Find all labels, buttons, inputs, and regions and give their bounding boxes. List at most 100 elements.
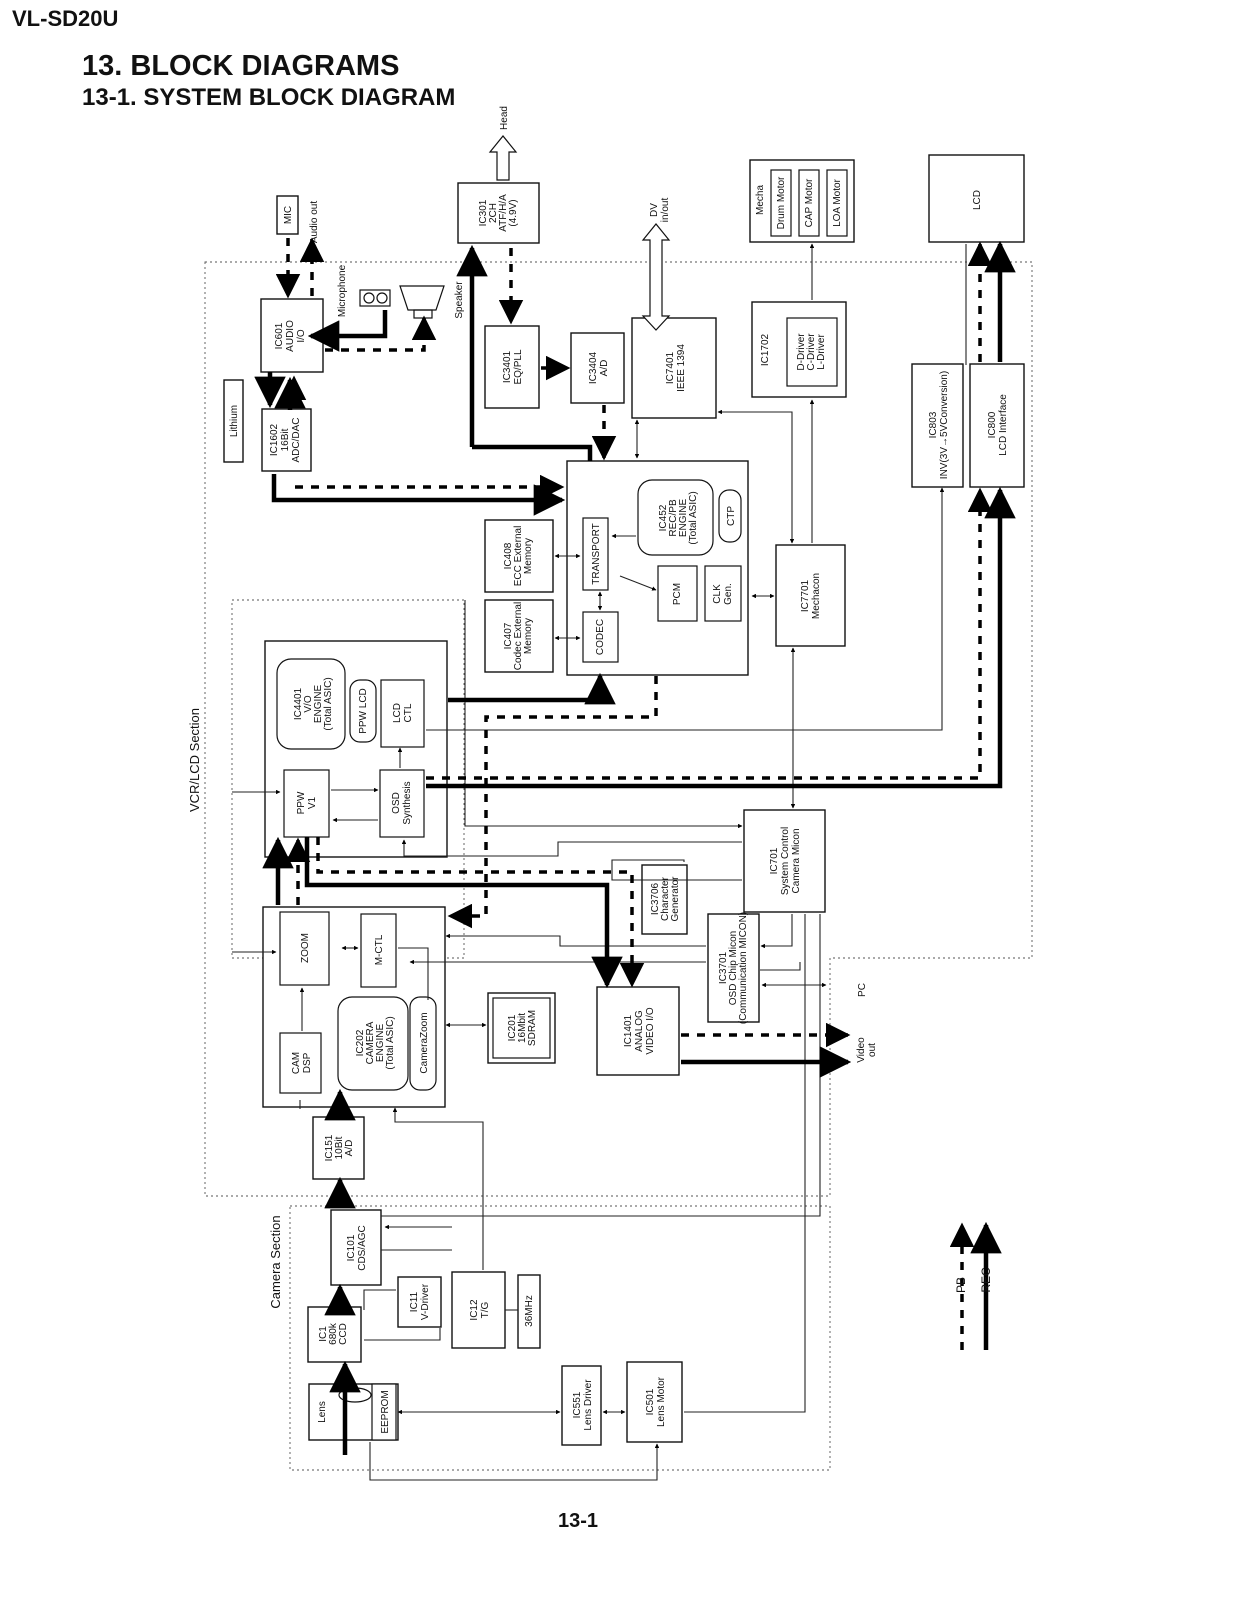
lcd-box [928,154,1025,243]
thin-signal-lines [232,243,967,1481]
ic551-label: IC551Lens Driver [572,1379,594,1431]
cap-motor-label: CAP Motor [804,178,815,227]
osd-synthesis-label: OSDSynthesis [391,781,413,824]
ic452-label: IC452REC/PBENGINE(Total ASIC) [658,491,699,544]
ic1702-drivers-box [786,317,838,387]
mecha-label: Mecha [755,185,766,215]
clk-gen-label: CLKGen. [712,583,734,605]
ic501-label: IC501Lens Motor [645,1376,667,1427]
ic1702-drivers-label: D-DriverC-DriverL-Driver [796,333,827,371]
ic1401-box [596,986,680,1076]
head-label: Head [499,106,510,130]
ic407-label: IC407Codec ExternalMemory [503,602,534,670]
video-out-label: Videoout [856,1037,878,1063]
ic452-engine-box [637,479,714,556]
osc-label: 36MHz [524,1295,535,1327]
drum-motor-label: Drum Motor [776,176,787,229]
ic4401-engine-box [276,658,346,750]
ic201-inner [492,997,551,1059]
eeprom-box [371,1383,397,1441]
section-outlines [204,261,1033,1471]
cam-dsp-label: CAMDSP [291,1052,313,1074]
ic803-label: IC803INV(3V→5VConversion) [928,371,950,479]
ic202-label: IC202CAMERAENGINE(Total ASIC) [355,1016,396,1069]
ic11-label: IC11V-Driver [409,1283,431,1320]
ic3401-label: IC3401EQ/PLL [502,349,524,384]
pcm-label: PCM [672,583,683,605]
ppw-v1-label: PPWV1 [296,791,318,814]
speaker-icon [399,285,445,319]
ic1702-label: IC1702 [760,333,771,366]
loa-motor-label: LOA Motor [832,178,843,226]
ic101-box [330,1209,382,1286]
ic3701-box [707,913,760,1023]
audio-out-label: Audio out [309,201,320,243]
codec-box [582,611,619,663]
zoom-label: ZOOM [300,933,311,963]
cap-motor-box [798,169,820,237]
clk-gen-box [704,565,742,622]
camera-zoom-label: CameraZoom [419,1012,430,1073]
microphone-label: Microphone [337,264,348,317]
ic7701-label: IC7701Mechacon [800,573,822,619]
ic408-box [484,519,554,593]
ic4401-label: IC4401V/OENGINE(Total ASIC) [293,677,334,730]
m-ctl-label: M-CTL [374,934,385,965]
legend-rec-label: REC [979,1267,993,1293]
pcm-box [657,565,698,622]
pb-signal-lines [275,237,993,1350]
ctp-label: CTP [726,506,737,526]
lithium-box [223,379,244,463]
transport-box [582,517,609,591]
microphone-icon [359,289,391,307]
drum-motor-box [770,169,792,237]
lithium-label: Lithium [229,405,240,437]
lens-label: Lens [317,1401,328,1423]
ppw-lcd-box [349,679,377,743]
vcr-lcd-section-label: VCR/LCD Section [187,708,202,812]
ic11-box [397,1276,442,1328]
legend-pb-label: PB [954,1277,968,1293]
osd-synthesis-box [379,769,425,838]
ic1-box [307,1306,362,1363]
rec-signal-lines [254,240,1016,1455]
ic7701-box [775,544,846,647]
ic301-label: IC3012CHATF/H/A(4.9V) [478,194,519,232]
lcd-ctl-label: LCDCTL [392,703,414,723]
codec-label: CODEC [595,619,606,655]
ic301-box [457,182,540,244]
ic1401-label: IC1401ANALOGVIDEO I/O [623,1007,656,1054]
ic408-label: IC408ECC ExternalMemory [503,526,534,587]
eeprom-label: EEPROM [380,1390,391,1433]
ppw-v1-box [283,769,330,838]
page-subtitle: 13-1. SYSTEM BLOCK DIAGRAM [82,84,456,111]
mic-label: MIC [283,206,294,224]
ic151-label: IC15110BitA/D [324,1134,355,1161]
model-name: VL-SD20U [12,6,119,31]
m-ctl-box [360,913,397,988]
bus-arrows [488,135,671,331]
ic701-box [743,809,826,913]
ic1-label: IC1680kCCD [318,1322,349,1345]
ic12-label: IC12T/G [469,1299,491,1321]
ic601-label: IC601AUDIOI/O [274,320,307,352]
ic3404-box [570,332,625,404]
ic407-box [484,599,554,673]
ic7401-label: IC7401IEEE 1394 [665,344,687,392]
ic701-label: IC701System ControlCamera Micon [769,827,802,895]
dv-inout-label: DVin/out [649,198,671,223]
ic101-label: IC101CDS/AGC [346,1225,368,1271]
page-number: 13-1 [558,1510,599,1532]
page-title: 13. BLOCK DIAGRAMS [82,50,400,82]
ic3401-box [484,325,540,409]
zoom-box [279,911,330,986]
ic803-box [911,363,964,488]
transport-label: TRANSPORT [591,523,602,585]
legend: PB REC [954,1267,993,1293]
ic201-label: IC20116MbitSDRAM [507,1010,538,1046]
ic3706-box [641,864,688,935]
ppw-lcd-label: PPW LCD [358,688,369,734]
speaker-label: Speaker [454,281,465,319]
loa-motor-box [826,169,848,237]
